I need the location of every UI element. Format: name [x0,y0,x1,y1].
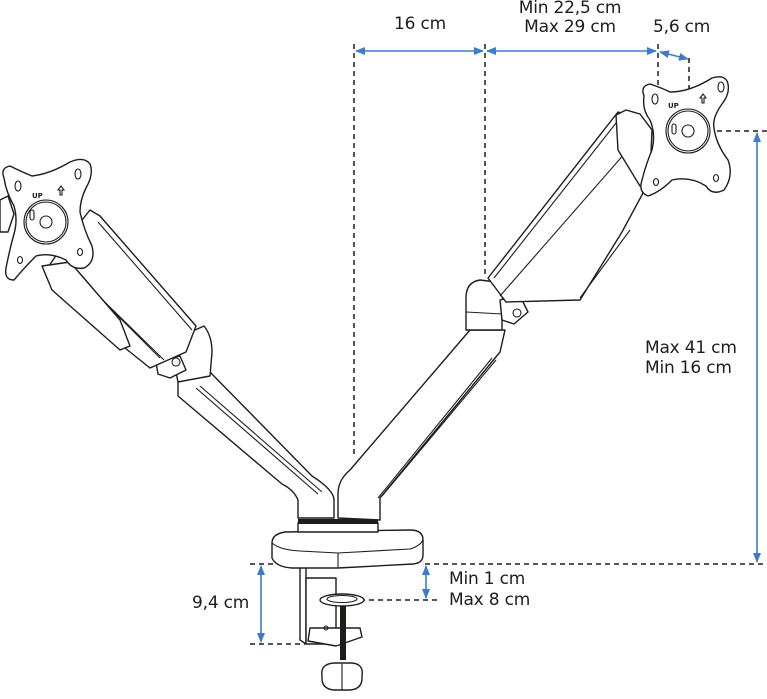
center-post [297,519,379,533]
arm-extension-min-label: Min 22,5 cm [518,0,622,18]
right-vesa-plate: UP [640,76,731,197]
right-arm [337,109,661,521]
up-marking-right: UP [668,102,679,110]
height-max-label: Max 41 cm [645,338,737,358]
desk-clamp [299,565,365,691]
guide-lines [250,44,767,645]
base-plate [271,529,424,569]
clamp-height-label: 9,4 cm [192,593,250,613]
up-marking-left: UP [32,192,43,200]
left-arm [41,209,335,519]
desk-thickness-max-label: Max 8 cm [449,590,531,610]
arm-offset-label: 16 cm [394,14,446,34]
height-min-label: Min 16 cm [645,358,732,378]
plate-depth-label: 5,6 cm [653,17,711,37]
desk-thickness-min-label: Min 1 cm [449,569,526,589]
left-vesa-plate: UP [0,158,94,281]
arm-extension-max-label: Max 29 cm [524,17,616,37]
dimension-arrows [257,47,761,643]
